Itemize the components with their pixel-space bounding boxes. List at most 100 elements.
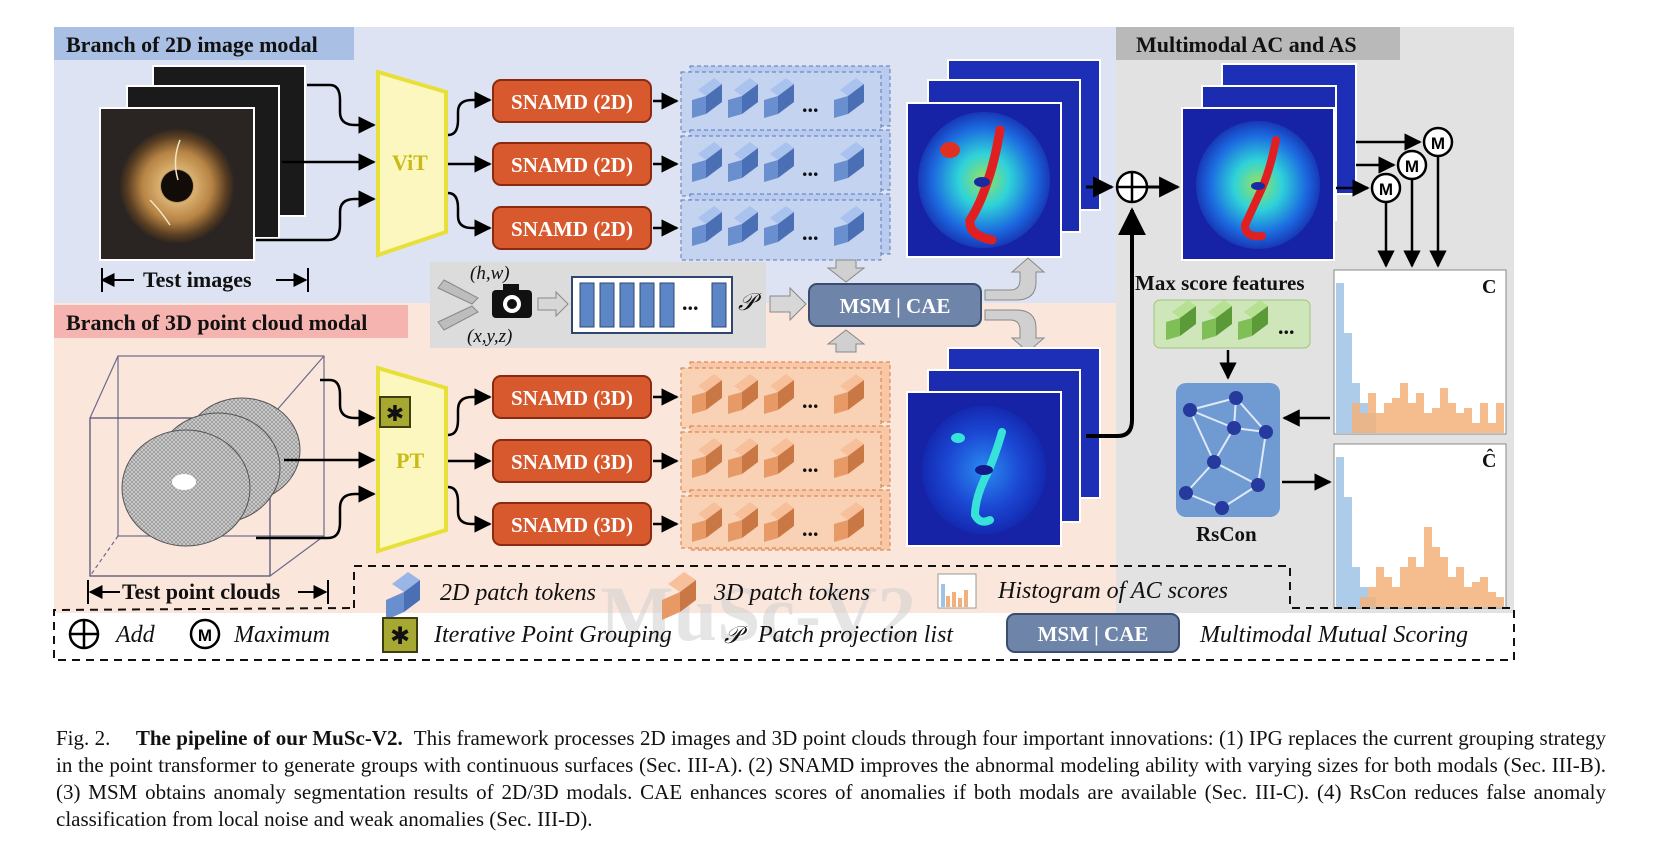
patch-token (834, 502, 864, 542)
max-score-features-label: Max score features (1135, 271, 1305, 295)
hist-bar-orange (1400, 383, 1408, 433)
hist-bar-orange (1416, 393, 1424, 433)
heatmap-3d-stack (906, 347, 1101, 547)
hist-bar-orange (1352, 403, 1360, 433)
branch-2d-title: Branch of 2D image modal (66, 32, 318, 57)
hist-bar-orange (1384, 577, 1392, 607)
hist-bar-orange (1384, 403, 1392, 433)
hist-bar-orange (1400, 567, 1408, 607)
legend-2d-tokens: 2D patch tokens (440, 580, 596, 606)
svg-text:SNAMD (2D): SNAMD (2D) (511, 153, 633, 177)
legend-ipg: Iterative Point Grouping (433, 622, 672, 648)
legend-ipg-icon: ✱ (382, 617, 418, 653)
msm-cae-box (808, 283, 982, 327)
snamd-2d-1: SNAMD (2D) (492, 79, 652, 123)
hist-bar-orange (1496, 403, 1504, 433)
hist-bar-orange (1424, 413, 1432, 433)
patch-token (764, 78, 794, 118)
hist-bar-blue (1336, 457, 1344, 607)
hist-bar-orange (1368, 393, 1376, 433)
patch-token (764, 206, 794, 246)
projection-list: ... (571, 276, 733, 334)
svg-text:M: M (1431, 134, 1445, 153)
hist-bar-orange (1472, 423, 1480, 433)
hist-bar-blue (1344, 333, 1352, 433)
patch-token (728, 438, 758, 478)
legend-3d-tokens: 3D patch tokens (713, 580, 870, 606)
snamd-3d-3: SNAMD (3D) (492, 502, 652, 546)
hist-bar-orange (1408, 403, 1416, 433)
svg-text:✱: ✱ (386, 402, 404, 427)
token-ellipsis: ... (802, 156, 819, 181)
maximum-node-3: M (1370, 172, 1402, 204)
patch-token (764, 502, 794, 542)
hist-bar-orange (1408, 557, 1416, 607)
hist-bar-orange (1368, 587, 1376, 607)
patch-token (834, 206, 864, 246)
patch-token (728, 502, 758, 542)
legend-msm-label: MSM | CAE (1038, 622, 1149, 646)
hist-bar-orange (1392, 587, 1400, 607)
patch-token (692, 206, 722, 246)
hist-bar-orange (1456, 567, 1464, 607)
hist-bar-orange (1432, 408, 1440, 433)
svg-text:SNAMD (2D): SNAMD (2D) (511, 90, 633, 114)
patch-token (834, 78, 864, 118)
snamd-3d-1: SNAMD (3D) (492, 375, 652, 419)
test-images-stack (99, 65, 306, 261)
hist-bar-orange (1480, 403, 1488, 433)
hist-bar-orange (1488, 423, 1496, 433)
token-ellipsis: ... (802, 220, 819, 245)
hist-bar-orange (1376, 567, 1384, 607)
token-ellipsis: ... (802, 516, 819, 541)
svg-text:M: M (1405, 157, 1419, 176)
svg-text:SNAMD (3D): SNAMD (3D) (511, 386, 633, 410)
patch-token (764, 374, 794, 414)
figure-caption: Fig. 2. The pipeline of our MuSc-V2. Thi… (56, 725, 1606, 833)
rscon-graph (1176, 383, 1280, 517)
histogram-c-hat-bars (1336, 457, 1504, 607)
patch-token (728, 142, 758, 182)
hist-bar-blue (1352, 567, 1360, 607)
histogram-c-bars (1336, 283, 1504, 433)
token-ellipsis: ... (802, 452, 819, 477)
snamd-2d-2: SNAMD (2D) (492, 142, 652, 186)
watermark: MuSc-V2 (600, 570, 916, 657)
legend-proj-list: Patch projection list (757, 622, 954, 648)
camera-icon (492, 284, 532, 318)
histogram-c-hat-label: Ĉ (1482, 447, 1496, 472)
token-ellipsis: ... (802, 92, 819, 117)
patch-token (692, 142, 722, 182)
legend-2d-token-icon (386, 572, 420, 620)
hist-bar-orange (1496, 597, 1504, 607)
legend-add-icon (68, 618, 100, 650)
legend-msm-box (1006, 613, 1180, 653)
add-node (1115, 170, 1149, 204)
patch-token (692, 438, 722, 478)
features-ellipsis: ... (1278, 314, 1295, 339)
maximum-node-1: M (1422, 126, 1454, 158)
hist-bar-orange (1376, 413, 1384, 433)
svg-text:M: M (198, 626, 212, 645)
hist-bar-orange (1448, 577, 1456, 607)
pt-label: PT (396, 448, 424, 473)
patch-token (1238, 300, 1268, 340)
test-point-clouds-label: Test point clouds (122, 579, 281, 604)
hist-bar-orange (1480, 577, 1488, 607)
patch-token (692, 502, 722, 542)
hw-label: (h,w) (470, 263, 510, 284)
legend-add: Add (114, 622, 156, 648)
xyz-label: (x,y,z) (467, 326, 512, 347)
legend-maximum: Maximum (233, 622, 330, 648)
patch-token (834, 438, 864, 478)
patch-token (834, 142, 864, 182)
patch-token (728, 206, 758, 246)
token-ellipsis: ... (802, 388, 819, 413)
max-score-features: ... (1153, 299, 1311, 349)
hist-bar-orange (1472, 582, 1480, 607)
hist-bar-blue (1336, 283, 1344, 433)
hist-bar-orange (1488, 592, 1496, 607)
msm-cae-label: MSM | CAE (840, 294, 951, 318)
point-cloud (121, 397, 301, 547)
patch-token (764, 142, 794, 182)
